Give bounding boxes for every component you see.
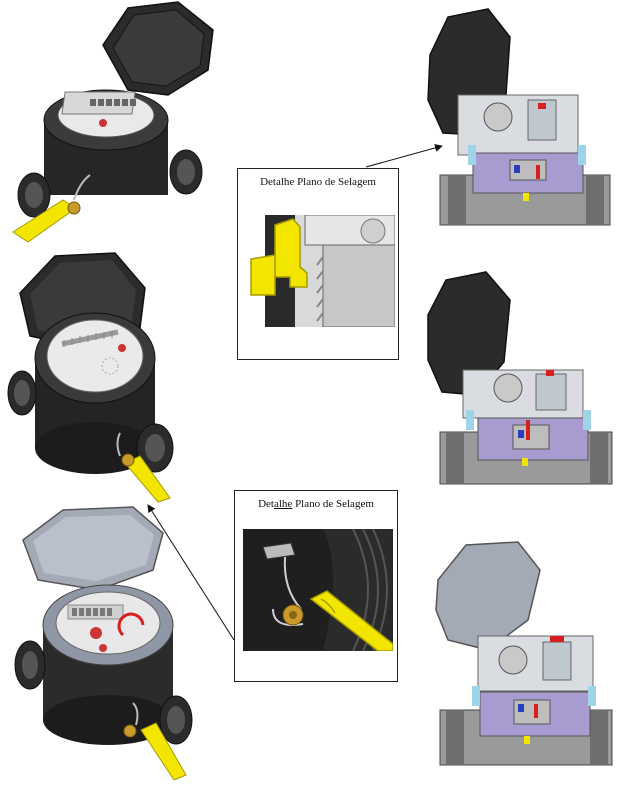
detail-title: Detalhe Plano de Selagem: [260, 176, 376, 188]
detail-box-bottom: Detalhe Plano de Selagem: [234, 490, 398, 682]
detail-title-underlined: alhe: [273, 498, 293, 510]
arrow-to-cutaway: [365, 144, 443, 168]
seal-clip: [123, 702, 187, 780]
meter-lid: [102, 1, 214, 96]
detail-title-suffix: Plano de Selagem: [292, 498, 374, 510]
cutaway-image-1: [418, 5, 613, 230]
seal-clip: [116, 432, 171, 503]
meter-lid: [22, 506, 164, 591]
arrow-to-seal: [147, 504, 235, 641]
seal-clip: [12, 174, 91, 243]
detail-box-top: Detalhe Plano de Selagem: [237, 168, 399, 360]
water-meter-image-3: [8, 505, 208, 780]
water-meter-image-1: [8, 0, 218, 245]
detail-image-bottom: [243, 529, 393, 651]
cutaway-image-3: [418, 540, 613, 772]
cutaway-image-2: [418, 270, 613, 495]
water-meter-image-2: [0, 248, 200, 503]
detail-title-prefix: Det: [258, 498, 274, 510]
detail-image-top: [245, 215, 395, 327]
detail-title: Detalhe Plano de Selagem: [235, 498, 397, 510]
